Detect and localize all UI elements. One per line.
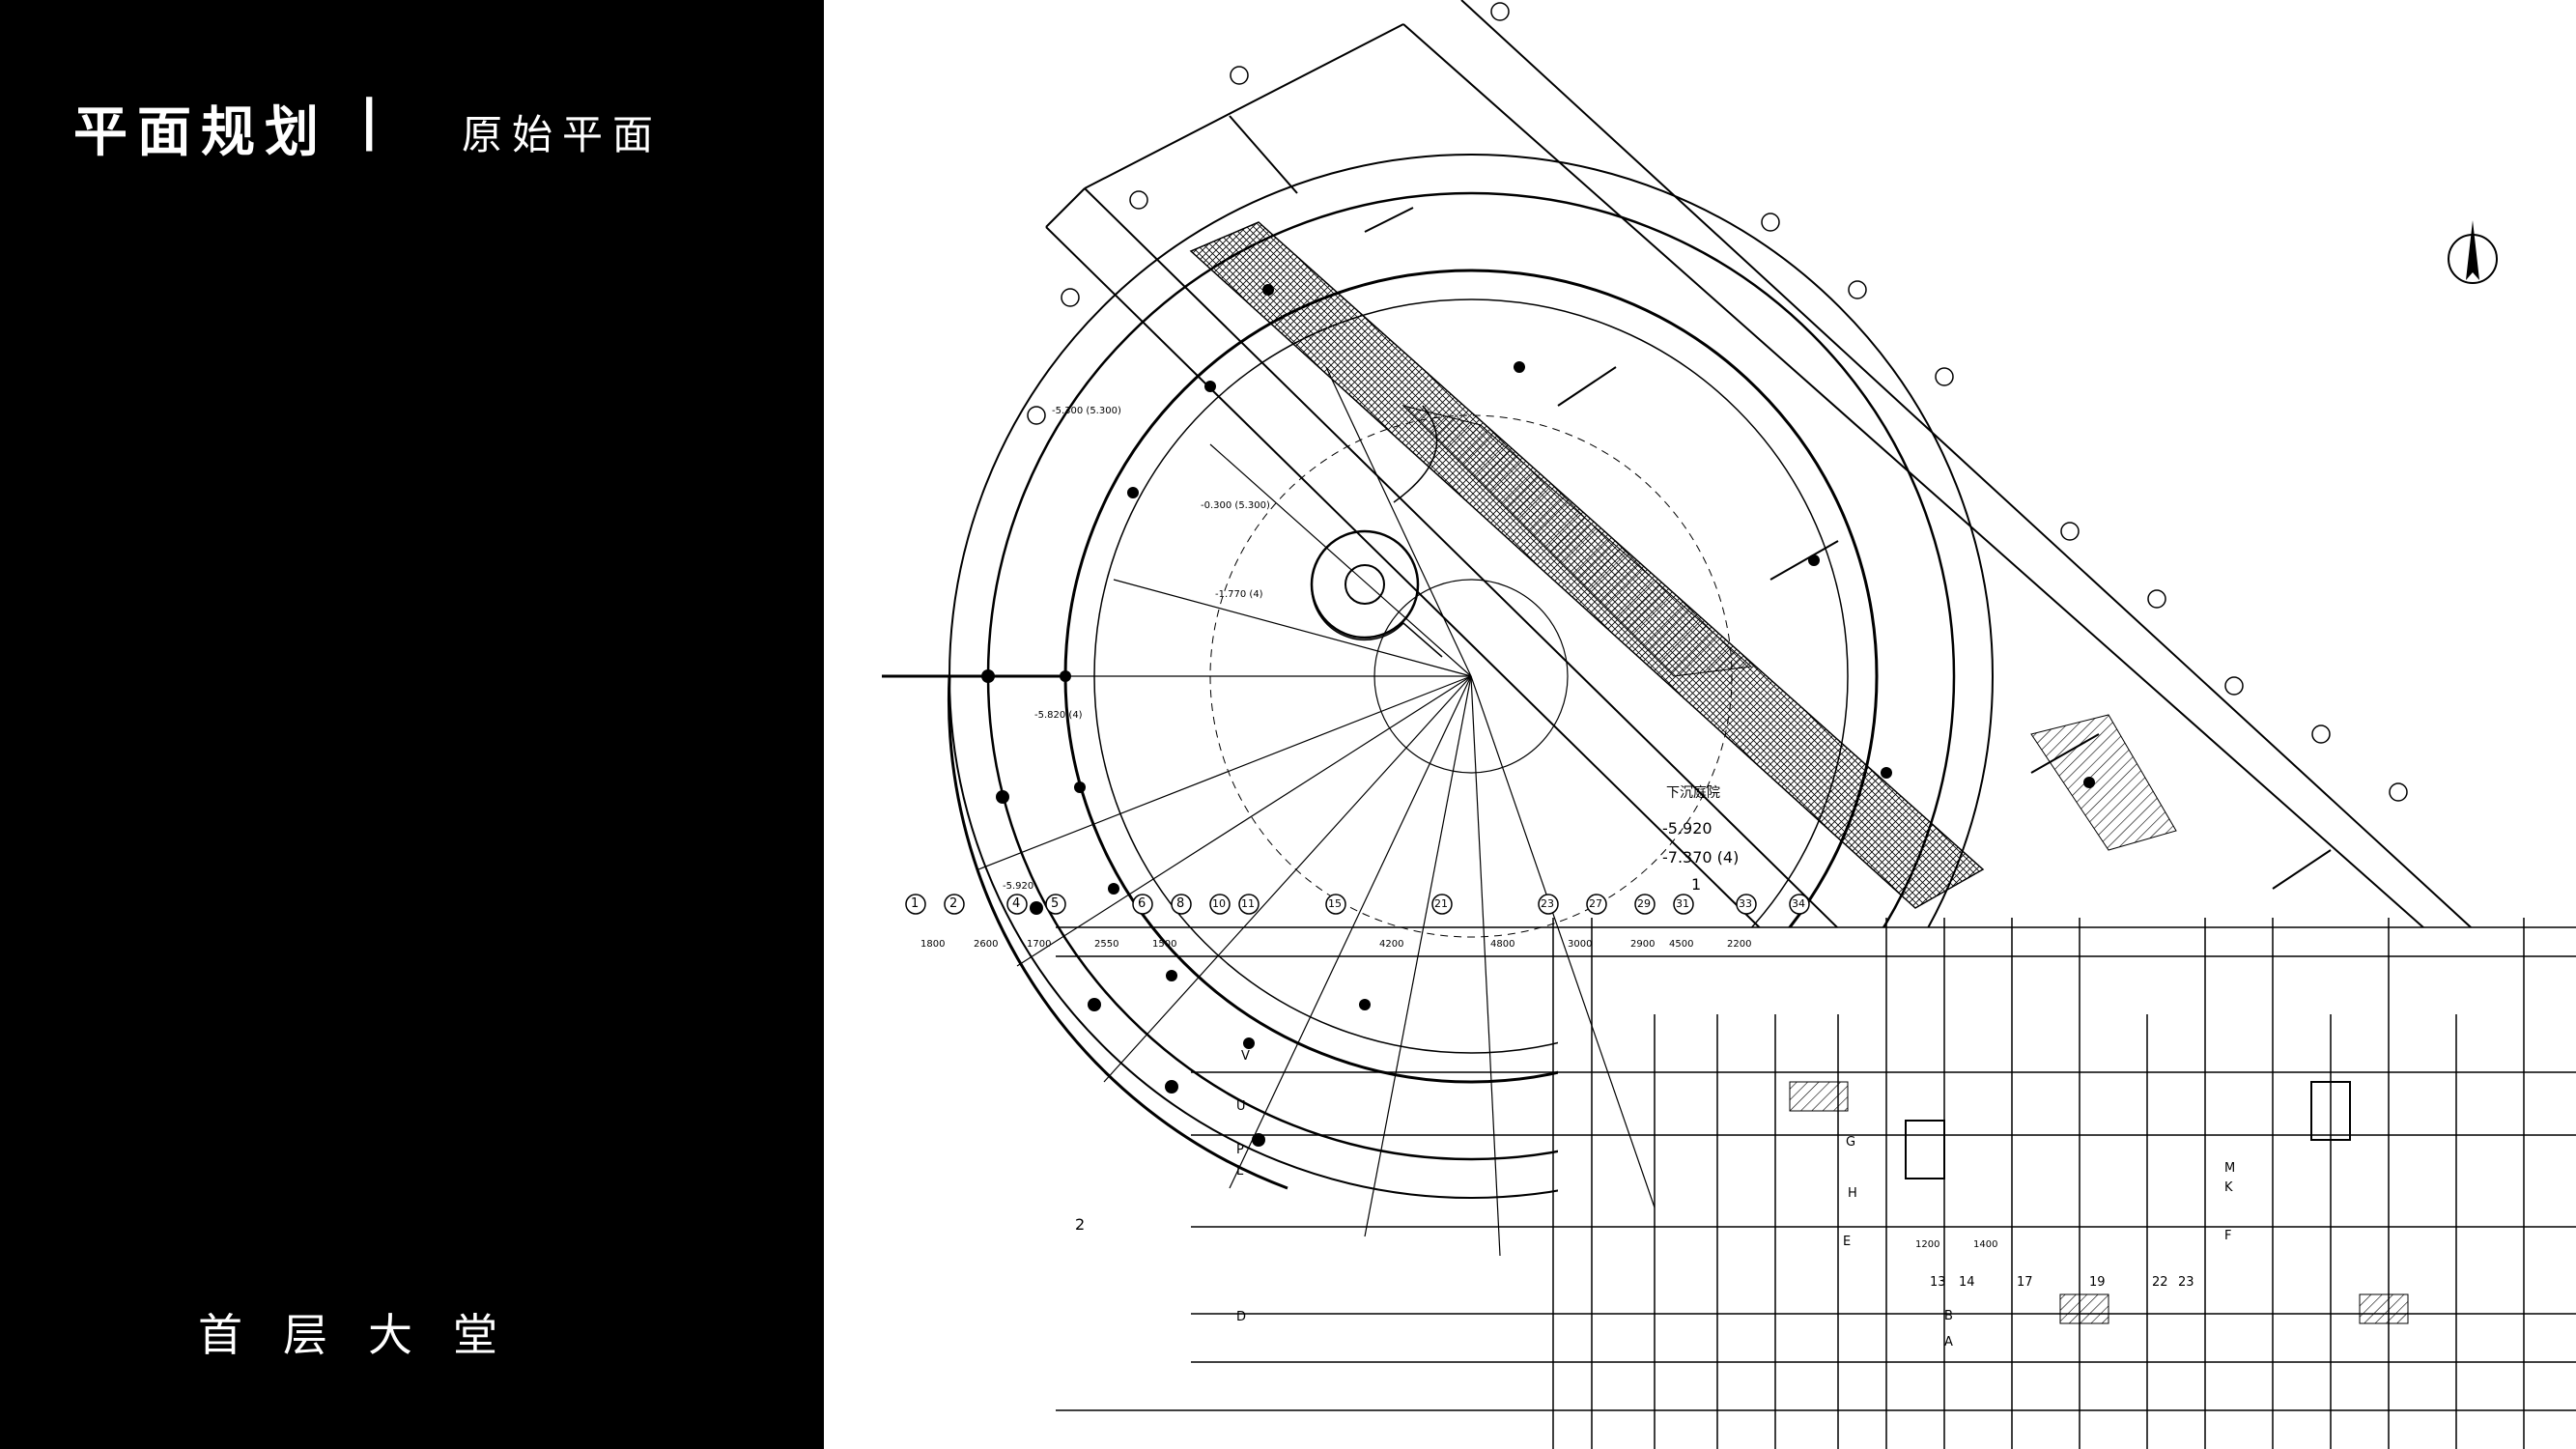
axis-bubbles	[1027, 2, 2408, 802]
title-separator: |	[359, 89, 380, 152]
col-label-11: 11	[1241, 897, 1255, 910]
col-label-8: 8	[1176, 896, 1185, 911]
col-label-1: 1	[911, 896, 920, 911]
column-grid-labels	[905, 894, 1810, 915]
row-label-L: L	[1236, 1164, 1244, 1179]
row-label-P: P	[1236, 1143, 1244, 1157]
building-outline	[1045, 0, 2576, 1064]
mask	[1558, 927, 2576, 1449]
room-label-17: 17	[2017, 1275, 2033, 1290]
elevator-core	[1905, 1120, 1945, 1179]
page-subtitle: 原始平面	[462, 111, 664, 158]
unit-verticals	[1552, 918, 2525, 1449]
elev-5: -0.300 (5.300)	[1201, 500, 1270, 511]
dim-2600: 2600	[974, 939, 999, 950]
floor-plan-drawing: 下沉庭院 -5.920 -7.370 (4) 1 2 1 2 4 5 6 8 1…	[824, 0, 2576, 1449]
level-label: 下沉庭院	[1666, 785, 1720, 801]
bottom-label: 2	[1075, 1215, 1086, 1234]
room-label-22: 22	[2152, 1275, 2168, 1290]
row-label-H: H	[1848, 1186, 1857, 1201]
row-label-B: B	[1944, 1309, 1953, 1323]
row-label-G: G	[1846, 1135, 1856, 1150]
floor-caption: 首层大堂	[198, 1309, 538, 1361]
row-label-F: F	[2224, 1229, 2232, 1243]
col-label-33: 33	[1739, 897, 1752, 910]
room-label-14: 14	[1959, 1275, 1975, 1290]
col-label-5: 5	[1051, 896, 1060, 911]
col-label-10: 10	[1212, 897, 1226, 910]
floor-plan-svg	[882, 0, 2576, 1449]
level-value-2: -7.370 (4)	[1662, 848, 1740, 867]
dim-3000: 3000	[1568, 939, 1593, 950]
page-title: 平面规划	[73, 101, 328, 164]
dim-1700: 1700	[1027, 939, 1052, 950]
row-label-E: E	[1843, 1235, 1852, 1249]
dim-4800: 4800	[1490, 939, 1515, 950]
col-label-4: 4	[1012, 896, 1021, 911]
facade-curve	[947, 675, 1288, 1190]
room-label-23: 23	[2178, 1275, 2194, 1290]
row-label-V: V	[1241, 1049, 1250, 1064]
dim-1200: 1200	[1915, 1239, 1940, 1250]
room-hatch-b	[2359, 1293, 2409, 1324]
dim-1500: 1500	[1152, 939, 1177, 950]
col-label-6: 6	[1138, 896, 1146, 911]
col-label-34: 34	[1792, 897, 1805, 910]
col-label-15: 15	[1328, 897, 1342, 910]
row-label-D: D	[1236, 1310, 1247, 1324]
columns	[981, 284, 2095, 1147]
col-label-2: 2	[949, 896, 958, 911]
spiral-stair	[1310, 405, 1443, 658]
row-label-M: M	[2224, 1161, 2236, 1176]
level-value-1: -5.920	[1662, 819, 1713, 838]
dim-2200: 2200	[1727, 939, 1752, 950]
elev-2: -5.300 (5.300)	[1052, 406, 1121, 416]
elevator-core-2	[2310, 1081, 2351, 1141]
dim-2550: 2550	[1094, 939, 1119, 950]
col-label-27: 27	[1589, 897, 1602, 910]
row-label-K: K	[2224, 1180, 2233, 1195]
stair-hatch	[2030, 714, 2177, 851]
dim-4200: 4200	[1379, 939, 1404, 950]
center-label: 1	[1691, 875, 1702, 894]
dim-2900: 2900	[1630, 939, 1656, 950]
room-label-13: 13	[1930, 1275, 1946, 1290]
north-arrow-icon	[2448, 220, 2498, 284]
dim-1400: 1400	[1973, 1239, 1998, 1250]
room-hatch-c	[1789, 1081, 1849, 1112]
row-label-U: U	[1236, 1099, 1246, 1114]
title-panel: 平面规划 | 原始平面 首层大堂	[0, 0, 824, 1449]
dim-1800: 1800	[920, 939, 946, 950]
col-label-31: 31	[1676, 897, 1689, 910]
ramp-hatch	[1401, 405, 1753, 677]
elev-3: -5.920	[1003, 881, 1034, 892]
elev-4: -1.770 (4)	[1215, 589, 1263, 600]
col-label-23: 23	[1541, 897, 1554, 910]
room-label-19: 19	[2089, 1275, 2106, 1290]
dim-4500: 4500	[1669, 939, 1694, 950]
row-label-A: A	[1944, 1335, 1953, 1350]
col-label-29: 29	[1637, 897, 1651, 910]
elev-1: -5.820 (4)	[1034, 710, 1083, 721]
col-label-21: 21	[1434, 897, 1448, 910]
unit-grid	[1056, 926, 2576, 1411]
room-hatch-a	[2059, 1293, 2109, 1324]
